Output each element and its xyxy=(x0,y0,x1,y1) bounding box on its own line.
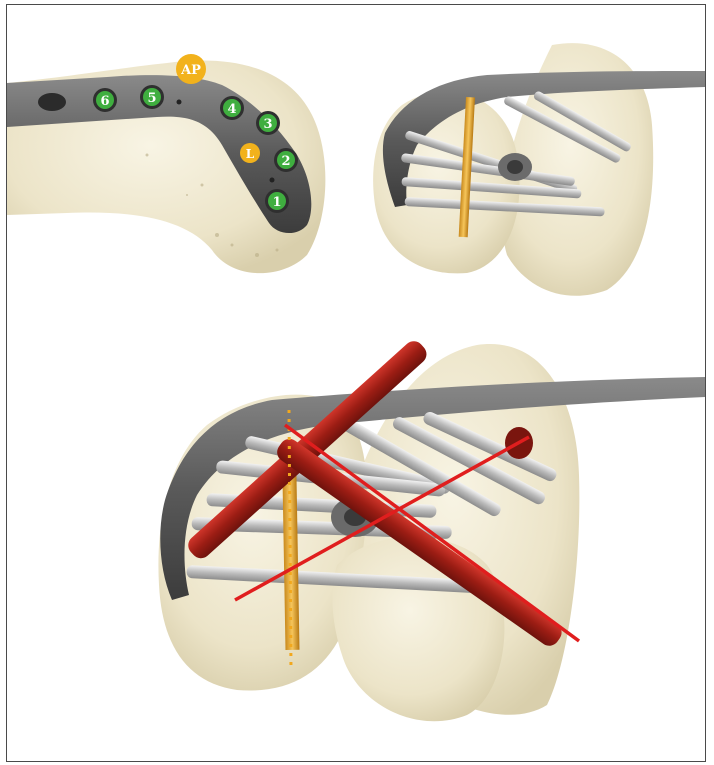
hole-1: 1 xyxy=(265,189,289,213)
top-left-view: 6 5 4 3 2 1 L xyxy=(7,54,325,273)
top-right-view xyxy=(373,43,705,296)
shaft-hole xyxy=(38,93,66,111)
hole-4: 4 xyxy=(220,96,244,120)
l-badge-label: L xyxy=(246,147,255,161)
l-badge: L xyxy=(240,143,260,163)
hole-3-label: 3 xyxy=(263,117,272,132)
bottom-view xyxy=(158,337,705,721)
hole-2-label: 2 xyxy=(281,154,290,169)
figure-frame: 6 5 4 3 2 1 L xyxy=(6,4,706,762)
hole-6-label: 6 xyxy=(100,94,109,109)
hole-2: 2 xyxy=(274,148,298,172)
surgical-illustration: 6 5 4 3 2 1 L xyxy=(7,5,705,761)
hole-3: 3 xyxy=(256,111,280,135)
kwire-hole xyxy=(177,100,182,105)
ap-badge-label: AP xyxy=(180,63,201,78)
bone-condyle-mid-bottom xyxy=(332,537,504,721)
hole-6: 6 xyxy=(93,88,117,112)
hole-5: 5 xyxy=(140,85,164,109)
hole-5-label: 5 xyxy=(147,91,156,106)
hole-1-label: 1 xyxy=(272,195,281,210)
ap-badge: AP xyxy=(176,54,206,84)
hole-4-label: 4 xyxy=(227,102,236,117)
kwire-hole-2 xyxy=(270,178,275,183)
